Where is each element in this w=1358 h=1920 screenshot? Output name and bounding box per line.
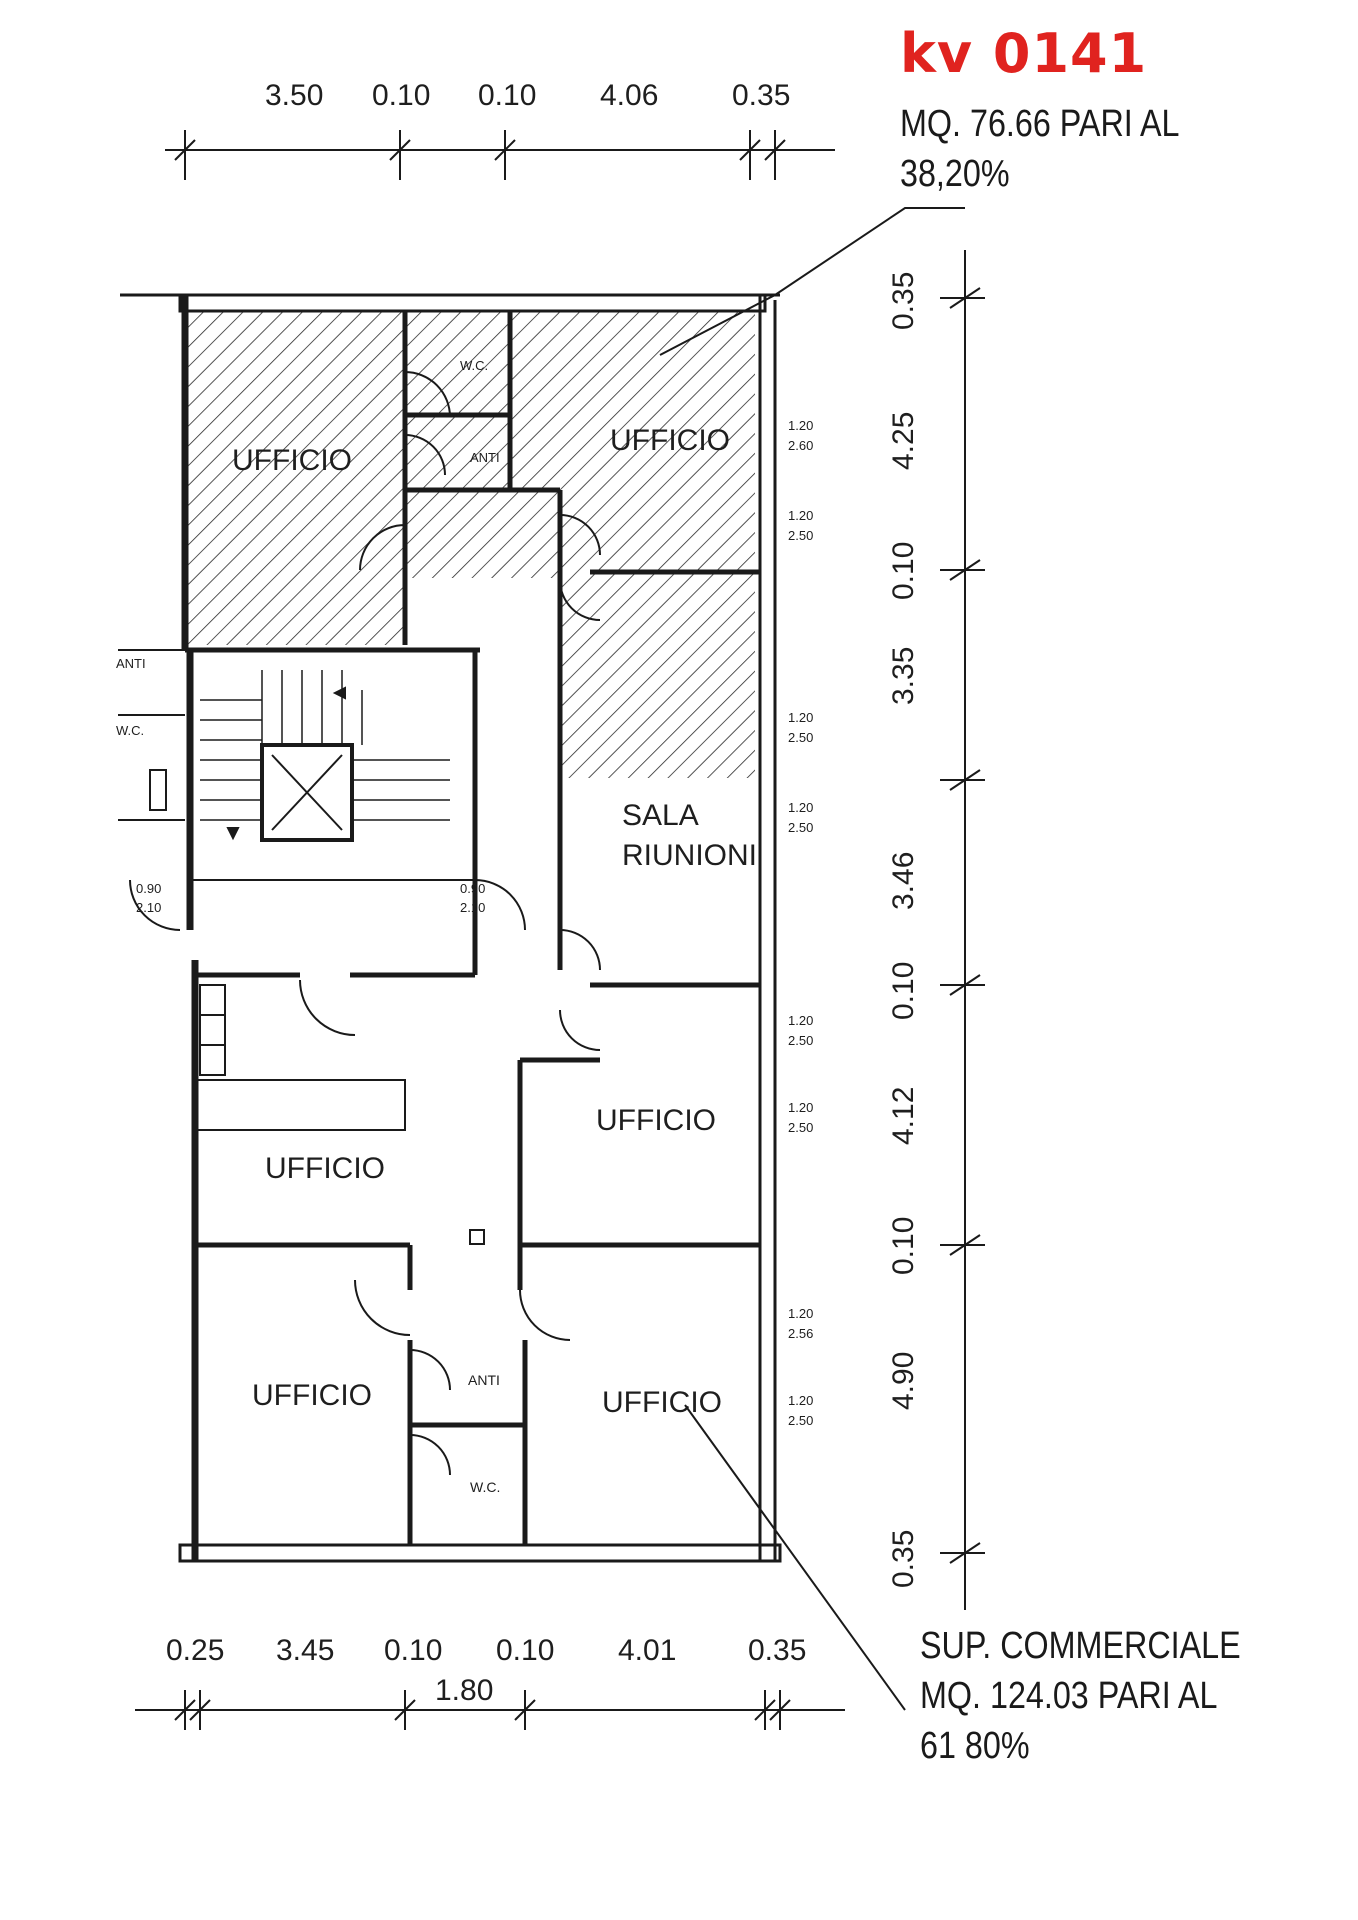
svg-text:2.50: 2.50 <box>788 730 813 745</box>
svg-text:2.50: 2.50 <box>788 820 813 835</box>
svg-text:4.90: 4.90 <box>887 1352 920 1410</box>
room-ufficio-se: UFFICIO <box>602 1386 722 1419</box>
svg-text:3.46: 3.46 <box>887 852 920 910</box>
leader-lines <box>659 207 965 1711</box>
room-sala-label-2: RIUNIONI <box>622 839 757 872</box>
svg-text:1.20: 1.20 <box>788 418 813 433</box>
room-anti-bottom: ANTI <box>468 1372 500 1388</box>
svg-text:0.35: 0.35 <box>748 1634 806 1667</box>
svg-text:3.35: 3.35 <box>887 647 920 705</box>
svg-text:0.25: 0.25 <box>166 1634 224 1667</box>
left-annex <box>118 649 185 821</box>
svg-text:1.20: 1.20 <box>788 1306 813 1321</box>
room-ufficio-east: UFFICIO <box>596 1104 716 1137</box>
area-bottom-line3: 61 80% <box>920 1725 1030 1767</box>
svg-text:1.20: 1.20 <box>788 508 813 523</box>
room-wc-top: W.C. <box>460 358 488 373</box>
svg-text:3.45: 3.45 <box>276 1634 334 1667</box>
svg-text:2.10: 2.10 <box>136 900 161 915</box>
dimension-labels-top: 3.50 0.10 0.10 4.06 0.35 <box>265 79 790 112</box>
area-bottom-line1: SUP. COMMERCIALE <box>920 1625 1241 1667</box>
door-swings <box>129 371 601 1476</box>
svg-text:2.10: 2.10 <box>460 900 485 915</box>
area-top-line1: MQ. 76.66 PARI AL <box>900 103 1180 145</box>
svg-text:1.80: 1.80 <box>435 1674 493 1707</box>
svg-text:0.10: 0.10 <box>372 79 430 112</box>
stair-core <box>192 670 475 881</box>
svg-text:1.20: 1.20 <box>788 1393 813 1408</box>
svg-text:4.12: 4.12 <box>887 1087 920 1145</box>
door-labels: 0.90 2.10 0.90 2.10 <box>136 881 485 915</box>
svg-text:2.50: 2.50 <box>788 1120 813 1135</box>
svg-text:0.10: 0.10 <box>496 1634 554 1667</box>
svg-text:0.10: 0.10 <box>887 542 920 600</box>
outer-walls <box>120 293 782 1563</box>
svg-text:1.20: 1.20 <box>788 1100 813 1115</box>
svg-text:2.50: 2.50 <box>788 1033 813 1048</box>
dimension-line-top <box>165 130 835 180</box>
svg-text:0.35: 0.35 <box>887 1530 920 1588</box>
svg-text:4.06: 4.06 <box>600 79 658 112</box>
svg-text:4.01: 4.01 <box>618 1634 676 1667</box>
svg-text:0.90: 0.90 <box>136 881 161 896</box>
hatched-area <box>185 310 755 778</box>
window-labels-right: 1.20 2.60 1.20 2.50 1.20 2.50 1.20 2.50 … <box>788 418 813 1428</box>
svg-text:2.56: 2.56 <box>788 1326 813 1341</box>
svg-text:0.10: 0.10 <box>887 962 920 1020</box>
furniture <box>149 769 485 1245</box>
room-wc-bottom: W.C. <box>470 1479 500 1495</box>
area-top-line2: 38,20% <box>900 153 1010 195</box>
svg-text:4.25: 4.25 <box>887 412 920 470</box>
svg-text:2.50: 2.50 <box>788 1413 813 1428</box>
interior-walls <box>185 310 760 1545</box>
room-ufficio-nw: UFFICIO <box>232 444 352 477</box>
svg-text:1.20: 1.20 <box>788 1013 813 1028</box>
room-ufficio-center: UFFICIO <box>265 1152 385 1185</box>
svg-text:0.10: 0.10 <box>384 1634 442 1667</box>
dimension-labels-right: 0.35 4.25 0.10 3.35 3.46 0.10 4.12 0.10 … <box>887 272 920 1588</box>
svg-text:1.20: 1.20 <box>788 800 813 815</box>
svg-text:0.90: 0.90 <box>460 881 485 896</box>
svg-text:2.50: 2.50 <box>788 528 813 543</box>
dimension-labels-bottom: 0.25 3.45 0.10 0.10 4.01 0.35 1.80 <box>166 1634 806 1707</box>
room-anti-left: ANTI <box>116 656 146 671</box>
room-wc-left: W.C. <box>116 723 144 738</box>
svg-text:2.60: 2.60 <box>788 438 813 453</box>
room-ufficio-sw: UFFICIO <box>252 1379 372 1412</box>
svg-text:0.35: 0.35 <box>887 272 920 330</box>
svg-text:0.10: 0.10 <box>478 79 536 112</box>
svg-text:0.10: 0.10 <box>887 1217 920 1275</box>
room-ufficio-ne: UFFICIO <box>610 424 730 457</box>
svg-text:3.50: 3.50 <box>265 79 323 112</box>
svg-text:1.20: 1.20 <box>788 710 813 725</box>
dimension-line-right <box>940 250 985 1610</box>
room-sala-label-1: SALA <box>622 799 699 832</box>
dimension-line-bottom <box>135 1690 845 1730</box>
area-bottom-line2: MQ. 124.03 PARI AL <box>920 1675 1218 1717</box>
room-anti-top: ANTI <box>470 450 500 465</box>
svg-text:0.35: 0.35 <box>732 79 790 112</box>
plan-title: kv 0141 <box>900 22 1148 85</box>
